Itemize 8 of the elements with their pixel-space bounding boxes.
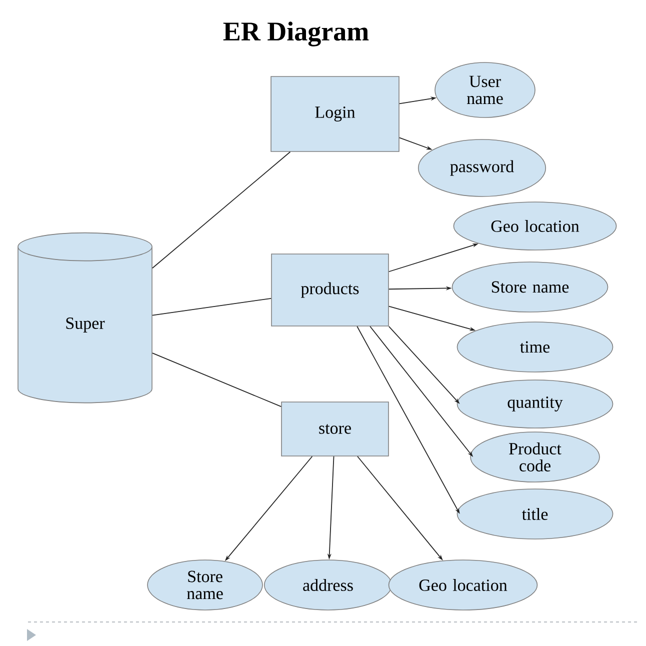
connector-line xyxy=(152,151,291,269)
database-cylinder: Super xyxy=(18,232,152,404)
entity-box: products xyxy=(271,254,389,326)
entity-box: Login xyxy=(270,76,400,152)
connector-line xyxy=(152,352,282,408)
connector-line xyxy=(152,298,272,316)
entity-box: store xyxy=(281,402,389,456)
title: ER Diagram xyxy=(223,22,369,46)
